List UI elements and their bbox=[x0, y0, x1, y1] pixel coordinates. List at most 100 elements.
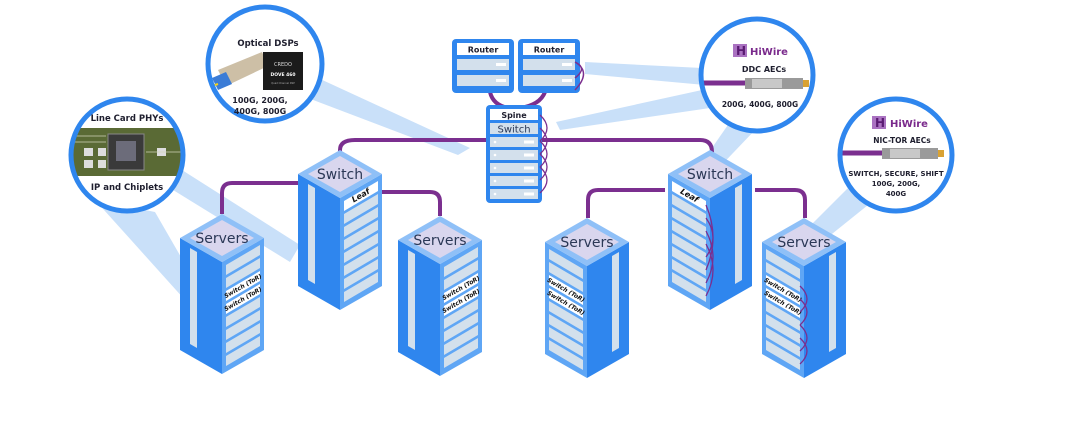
link-leaf-server-2 bbox=[375, 190, 442, 216]
rack-slot bbox=[766, 327, 800, 357]
svg-text:H: H bbox=[875, 116, 885, 130]
rack-slot bbox=[766, 301, 800, 331]
ddc-title: DDC AECs bbox=[742, 65, 786, 74]
hiwire-brand: HiWire bbox=[890, 119, 928, 130]
rack-slot bbox=[549, 262, 583, 292]
optical-module-image bbox=[218, 52, 268, 86]
svg-text:H: H bbox=[736, 44, 746, 58]
beam-ddc-router bbox=[585, 62, 705, 85]
hiwire-brand: HiWire bbox=[750, 47, 788, 58]
rack-slot bbox=[766, 314, 800, 344]
router: Router bbox=[452, 39, 514, 93]
rack-slot bbox=[444, 260, 478, 290]
beam-linecard-leaf bbox=[165, 170, 300, 262]
beam-linecard-server bbox=[95, 200, 200, 300]
optical-title: Optical DSPs bbox=[237, 39, 298, 49]
rack-slot bbox=[444, 338, 478, 368]
nic-tor-caption-1: SWITCH, SECURE, SHIFT bbox=[848, 170, 943, 178]
rack-top-label: Switch bbox=[687, 167, 733, 183]
rack-slot bbox=[766, 340, 800, 370]
rack-slot bbox=[226, 336, 260, 366]
spine-subtitle: Switch bbox=[497, 125, 530, 136]
rack-top-label: Servers bbox=[560, 235, 613, 251]
rack-slot bbox=[344, 194, 378, 224]
line-card-title: Line Card PHYs bbox=[91, 114, 164, 124]
rack-top-label: Servers bbox=[195, 231, 248, 247]
rack-slot bbox=[226, 258, 260, 288]
spine-slot bbox=[490, 163, 538, 173]
rack-slot bbox=[672, 272, 706, 302]
callout-optical-dsps: CREDO DOVE 460 Quad Channel DSP Optical … bbox=[205, 4, 325, 124]
rack-slot bbox=[672, 233, 706, 263]
rack-slot bbox=[549, 314, 583, 344]
router-title-plate bbox=[457, 43, 509, 55]
nic-tor-caption-2: 100G, 200G, bbox=[872, 180, 920, 188]
hiwire-logo: H HiWire bbox=[733, 44, 788, 58]
router-slot bbox=[523, 75, 575, 86]
rack-slot bbox=[672, 259, 706, 289]
link-leaf-server-1 bbox=[220, 181, 300, 214]
callout-nic-tor-aecs: H HiWire NIC-TOR AECs SWITCH, SECURE, SH… bbox=[837, 96, 955, 214]
beam-optical-spine bbox=[300, 78, 470, 155]
rack-slot bbox=[766, 249, 800, 279]
spine-slot bbox=[490, 137, 538, 147]
rack-slot bbox=[672, 220, 706, 250]
rack-slot bbox=[444, 247, 478, 277]
rack-slot bbox=[444, 312, 478, 342]
nic-tor-caption-3: 400G bbox=[886, 190, 907, 198]
router-title: Router bbox=[468, 46, 499, 55]
spine-slot bbox=[490, 176, 538, 186]
rack-slot bbox=[344, 272, 378, 302]
callout-beams bbox=[95, 62, 868, 300]
ddc-caption: 200G, 400G, 800G bbox=[722, 100, 798, 109]
spine-slot bbox=[490, 189, 538, 199]
callout-line-card-phys: Line Card PHYs IP and Chiplets bbox=[68, 96, 186, 214]
link-spine-leaf-left bbox=[338, 138, 488, 165]
credo-chip bbox=[263, 52, 303, 90]
rack-top-label: Servers bbox=[413, 233, 466, 249]
rack-slot bbox=[444, 299, 478, 329]
callout-ddc-aecs: H HiWire DDC AECs 200G, 400G, 800G bbox=[698, 16, 816, 134]
router: Router bbox=[518, 39, 580, 93]
rack-cable-loops bbox=[705, 204, 714, 297]
rack-slot bbox=[549, 301, 583, 331]
rack-cable-loops bbox=[799, 285, 808, 365]
nic-tor-title: NIC-TOR AECs bbox=[873, 136, 931, 145]
link-leaf-server-3 bbox=[586, 188, 665, 218]
spine-title: Spine bbox=[501, 111, 527, 120]
optical-caption-2: 400G, 800G bbox=[234, 107, 286, 116]
router-title-plate bbox=[523, 43, 575, 55]
rack-slot bbox=[344, 207, 378, 237]
rack-slot bbox=[672, 194, 706, 224]
router-title: Router bbox=[534, 46, 565, 55]
chip-name: DOVE 460 bbox=[271, 72, 296, 78]
line-card-caption: IP and Chiplets bbox=[91, 183, 163, 193]
rack-slot bbox=[672, 246, 706, 276]
router-slot bbox=[457, 75, 509, 86]
rack-slot bbox=[344, 220, 378, 250]
spine-cable-loops bbox=[539, 114, 548, 194]
router-slot bbox=[523, 59, 575, 70]
rack-slot bbox=[549, 327, 583, 357]
rack-slot bbox=[344, 233, 378, 263]
spine-slot bbox=[490, 150, 538, 160]
rack-top-label: Servers bbox=[777, 235, 830, 251]
rack-slot bbox=[766, 262, 800, 292]
rack-slot bbox=[444, 325, 478, 355]
rack-slot bbox=[344, 259, 378, 289]
rack-slot bbox=[672, 207, 706, 237]
rack-slot bbox=[226, 323, 260, 353]
beam-ddc-spine bbox=[556, 90, 710, 130]
rack-slot bbox=[226, 310, 260, 340]
router-slot bbox=[457, 59, 509, 70]
link-leaf-server-4 bbox=[755, 188, 807, 218]
rack-top-label: Switch bbox=[317, 167, 363, 183]
chip-brand: CREDO bbox=[274, 62, 292, 68]
